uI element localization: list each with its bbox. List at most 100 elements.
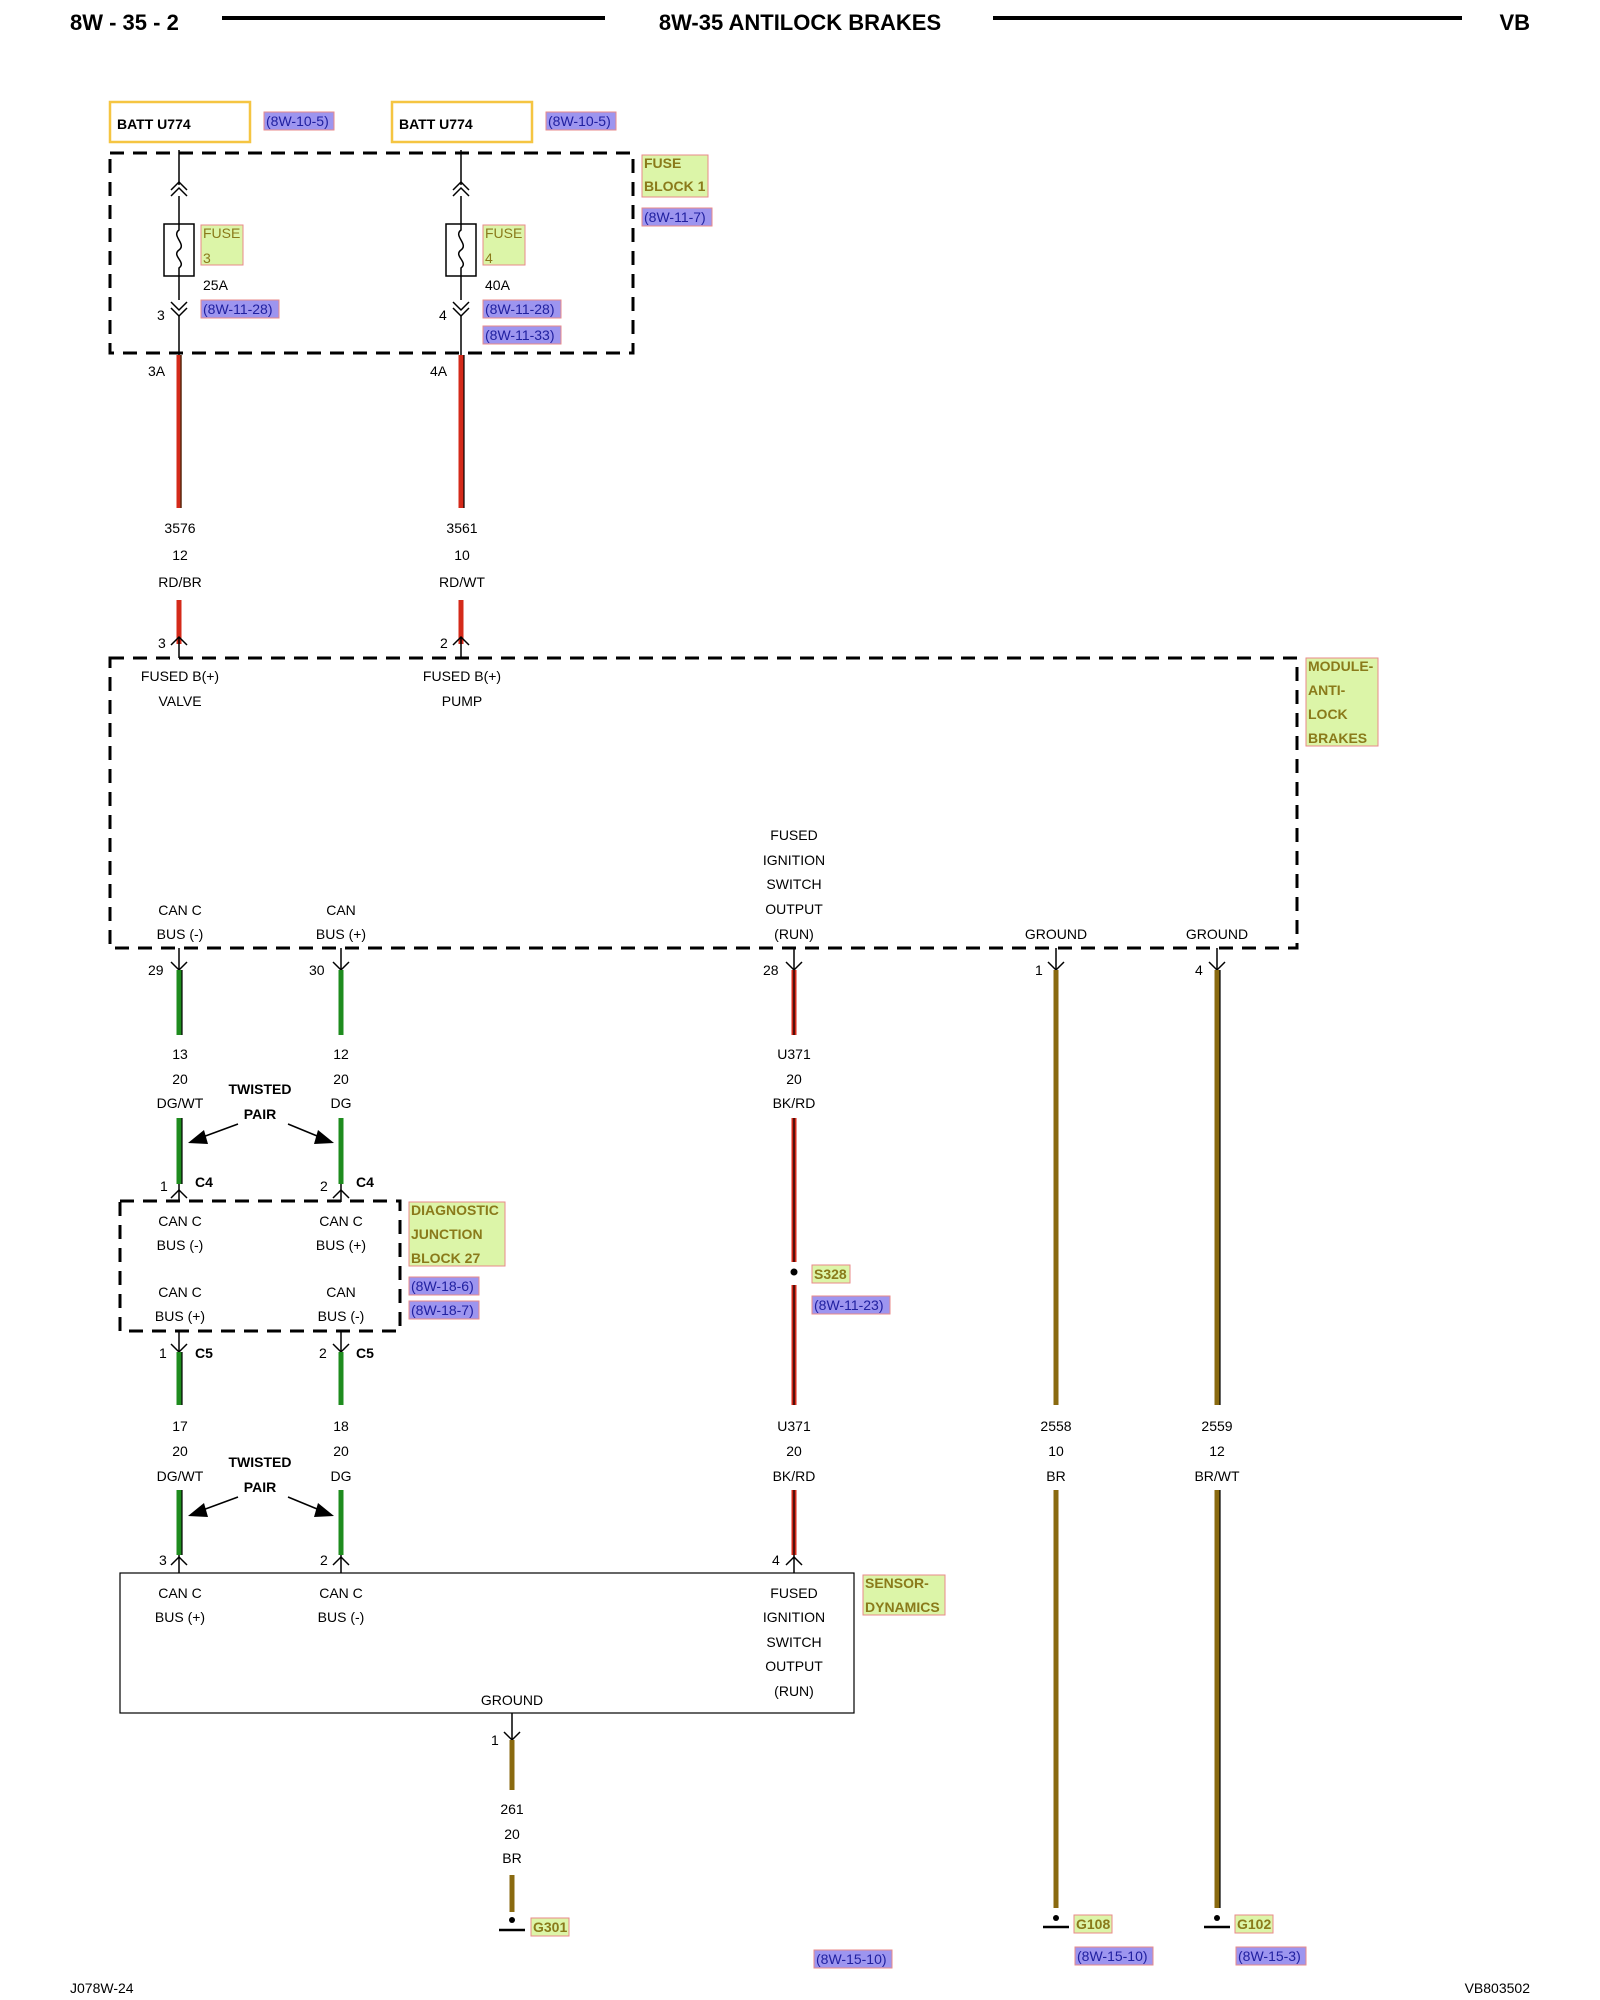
sensor-ign-1: FUSED (770, 1585, 817, 1601)
twisted-pair-1-line-2: PAIR (244, 1106, 276, 1122)
twisted-pair-annotation-2: TWISTED PAIR (188, 1454, 334, 1517)
abs-can-minus-line-1: CAN C (158, 902, 202, 918)
wire-17-gauge: 20 (172, 1443, 188, 1459)
abs-pin-3-number: 3 (158, 635, 166, 651)
sensor-can-minus-2: BUS (-) (318, 1609, 365, 1625)
fuse-block-ref[interactable]: (8W-11-7) (641, 207, 713, 227)
wire-u371-upper-label: U371 20 BK/RD (773, 1046, 816, 1111)
wire-2559-brwt (1214, 970, 1221, 1908)
fuse-4-tag[interactable]: FUSE 4 (482, 224, 526, 266)
sensor-name-2: DYNAMICS (865, 1599, 940, 1615)
abs-ign-line-1: FUSED (770, 827, 817, 843)
batt-source-1-ref-text: (8W-10-5) (266, 113, 329, 129)
wire-2559-circuit: 2559 (1201, 1418, 1232, 1434)
batt-source-1[interactable]: BATT U774 (108, 100, 252, 144)
djb-ref-2-text: (8W-18-7) (411, 1302, 474, 1318)
wire-17-label: 17 20 DG/WT (157, 1418, 204, 1484)
wire-18-color: DG (331, 1468, 352, 1484)
abs-ign-line-5: (RUN) (774, 926, 814, 942)
djb-ref-1[interactable]: (8W-18-6) (408, 1276, 480, 1296)
fuse-4-ref-1-text: (8W-11-28) (485, 301, 555, 317)
wire-12-label: 12 20 DG (331, 1046, 352, 1111)
sensor-tag[interactable]: SENSOR- DYNAMICS (862, 1574, 946, 1616)
fuse-3-tag[interactable]: FUSE 3 (200, 224, 244, 266)
wire-3561-label: 3561 10 RD/WT (439, 520, 485, 590)
splice-s328-ref-text: (8W-11-23) (814, 1297, 884, 1313)
djb-ref-2[interactable]: (8W-18-7) (408, 1300, 480, 1320)
c5-label-right: C5 (356, 1345, 374, 1361)
abs-can-minus-line-2: BUS (-) (157, 926, 204, 942)
fuse-4-rating: 40A (485, 277, 511, 293)
fuse-3-circuit (163, 150, 195, 355)
fuse-4-tag-2: 4 (485, 250, 493, 266)
abs-pin-29: 29 (148, 962, 164, 978)
fuse-4-tag-1: FUSE (485, 225, 522, 241)
fuse-4-ref-1[interactable]: (8W-11-28) (482, 299, 562, 319)
sensor-ign-3: SWITCH (766, 1634, 821, 1650)
abs-valve-line-1: FUSED B(+) (141, 668, 219, 684)
sensor-can-minus-label: CAN C BUS (-) (318, 1585, 365, 1625)
fuse-block-name-1: FUSE (644, 155, 681, 171)
batt-source-2-ref[interactable]: (8W-10-5) (545, 111, 617, 131)
abs-pin-2-number: 2 (440, 635, 448, 651)
header-page-number: 8W - 35 - 2 (70, 10, 179, 35)
sensor-ign-2: IGNITION (763, 1609, 825, 1625)
fuse-3-ref[interactable]: (8W-11-28) (200, 299, 280, 319)
sensor-ground-pin: 1 (491, 1713, 521, 1748)
wire-17-color: DG/WT (157, 1468, 204, 1484)
wire-12-circuit: 12 (333, 1046, 349, 1062)
abs-pin-pump-label: FUSED B(+) PUMP (423, 668, 501, 709)
wire-3561-color: RD/WT (439, 574, 485, 590)
abs-ign-line-3: SWITCH (766, 876, 821, 892)
fuse-3-rating: 25A (203, 277, 229, 293)
djb-pin-labels: CAN C BUS (-) CAN C BUS (+) CAN C BUS (+… (155, 1213, 366, 1324)
wire-2558-label: 2558 10 BR (1040, 1418, 1071, 1484)
batt-source-1-ref[interactable]: (8W-10-5) (263, 111, 335, 131)
abs-ign-line-4: OUTPUT (765, 901, 823, 917)
djb-ref-1-text: (8W-18-6) (411, 1278, 474, 1294)
djb-tag[interactable]: DIAGNOSTIC JUNCTION BLOCK 27 (408, 1201, 506, 1267)
fuse-block-ref-text: (8W-11-7) (644, 209, 706, 225)
ground-g102[interactable]: G102 (1204, 1914, 1274, 1934)
connector-c5: 1 C5 2 C5 (159, 1331, 374, 1361)
wire-3561-gauge: 10 (454, 547, 470, 563)
wire-12-color: DG (331, 1095, 352, 1111)
c4-label-left: C4 (195, 1174, 213, 1190)
abs-pump-line-1: FUSED B(+) (423, 668, 501, 684)
ground-g108[interactable]: G108 (1043, 1914, 1113, 1934)
abs-can-plus-line-2: BUS (+) (316, 926, 366, 942)
abs-pin-valve-label: FUSED B(+) VALVE (141, 668, 219, 709)
sensor-ground-label: GROUND (481, 1692, 543, 1708)
splice-s328-ref[interactable]: (8W-11-23) (811, 1295, 891, 1315)
fuse-3-pin: 3 (157, 307, 165, 323)
c4-pin-2: 2 (320, 1178, 328, 1194)
fuse-4-ref-2[interactable]: (8W-11-33) (482, 325, 562, 345)
abs-module-tag[interactable]: MODULE- ANTI- LOCK BRAKES (1305, 657, 1379, 747)
ground-g108-ref[interactable]: (8W-15-10) (1074, 1946, 1154, 1966)
batt-source-2-ref-text: (8W-10-5) (548, 113, 611, 129)
djb-bl-1: CAN C (158, 1284, 202, 1300)
fuse-4-ref-2-text: (8W-11-33) (485, 327, 555, 343)
djb-tl-1: CAN C (158, 1213, 202, 1229)
wire-2559-label: 2559 12 BR/WT (1194, 1418, 1240, 1484)
abs-valve-line-2: VALVE (158, 693, 201, 709)
fuse-block-tag[interactable]: FUSE BLOCK 1 (641, 154, 709, 198)
wire-3576-color: RD/BR (158, 574, 202, 590)
batt-source-2[interactable]: BATT U774 (390, 100, 534, 144)
sensor-pin-4: 4 (772, 1552, 780, 1568)
djb-tl-2: BUS (-) (157, 1237, 204, 1253)
ground-g301-ref[interactable]: (8W-15-10) (813, 1949, 893, 1969)
abs-ground-1-label: GROUND (1025, 926, 1087, 942)
footer-right-code: VB803502 (1465, 1980, 1531, 1996)
wire-13-dgwt (176, 970, 183, 1184)
sensor-can-minus-1: CAN C (319, 1585, 363, 1601)
ground-g102-ref[interactable]: (8W-15-3) (1235, 1946, 1307, 1966)
djb-tr-1: CAN C (319, 1213, 363, 1229)
ground-g301[interactable]: G301 (499, 1917, 570, 1937)
splice-s328[interactable]: S328 (790, 1264, 851, 1284)
wire-3576-gauge: 12 (172, 547, 188, 563)
wire-3561 (458, 355, 465, 644)
twisted-pair-2-line-1: TWISTED (229, 1454, 292, 1470)
wire-261-label: 261 20 BR (500, 1801, 524, 1866)
footer-left-code: J078W-24 (70, 1980, 134, 1996)
